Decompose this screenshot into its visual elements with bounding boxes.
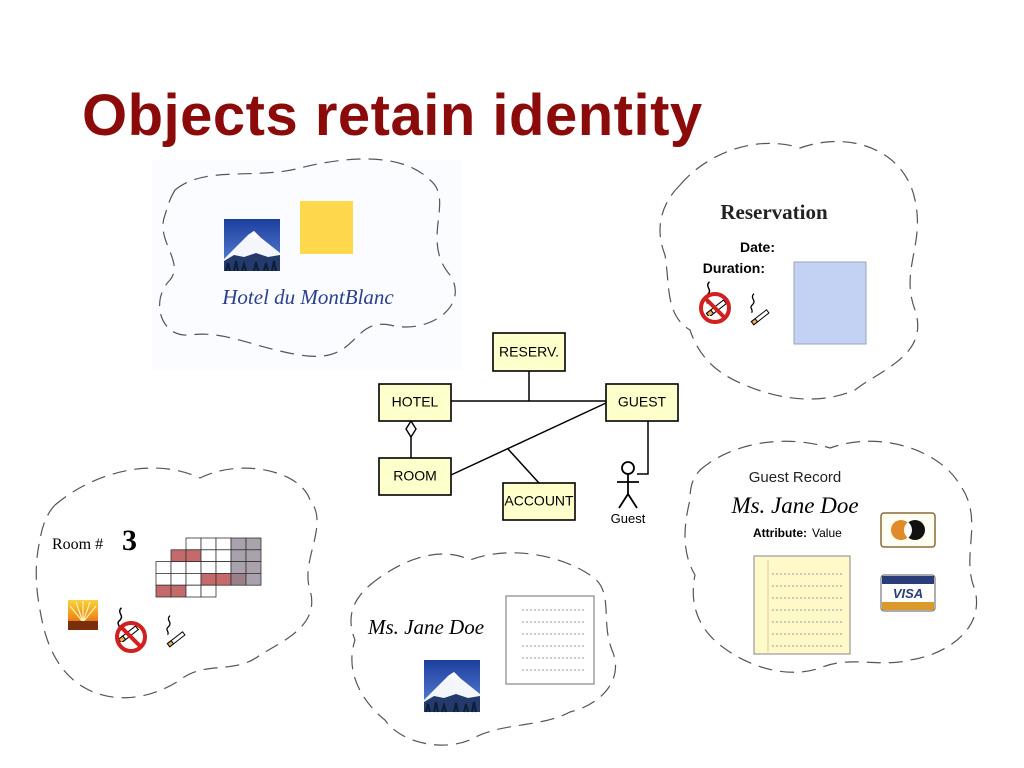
reservation-duration-label: Duration: — [703, 260, 765, 276]
stick-figure-icon — [617, 461, 639, 509]
guest-record-header: Guest Record — [749, 469, 842, 486]
reservation-cloud: Reservation Date: Duration: — [659, 140, 919, 400]
room-grid-cell — [230, 537, 247, 551]
hotel-cloud-background — [152, 160, 462, 370]
room-grid-cell — [170, 573, 187, 586]
room-grid-cell — [215, 573, 232, 586]
entity-hotel: HOTEL — [378, 383, 452, 422]
room-grid-cell — [215, 537, 232, 551]
room-grid-cell — [185, 549, 202, 562]
room-grid-cell — [245, 537, 262, 551]
yellow-square-icon — [300, 201, 353, 254]
room-grid-cell — [155, 584, 172, 598]
entity-guest-label: GUEST — [618, 394, 667, 410]
relationship-guest-actor — [637, 421, 649, 475]
relationship-room-guest — [450, 402, 607, 476]
room-grid-cell — [200, 584, 217, 598]
room-grid-cell — [245, 573, 262, 586]
guest-record-notes-card — [753, 555, 851, 655]
aggregation-diamond-icon — [405, 419, 417, 439]
room-grid-cell — [230, 561, 247, 574]
mountain-photo-icon — [424, 659, 480, 713]
hotel-cloud-outline — [159, 158, 456, 357]
room-cloud: Room # 3 — [35, 467, 318, 699]
reservation-title: Reservation — [720, 200, 828, 224]
room-grid-cell — [215, 561, 232, 574]
room-grid-cell — [200, 573, 217, 586]
mastercard-icon — [880, 512, 936, 548]
person-name: Ms. Jane Doe — [367, 615, 484, 639]
reservation-blue-panel — [793, 261, 867, 345]
room-grid-cell — [200, 549, 217, 562]
entity-hotel-label: HOTEL — [392, 394, 439, 410]
person-notes-card — [505, 595, 595, 685]
room-grid-cell — [230, 549, 247, 562]
smoking-icon — [750, 292, 770, 326]
smoking-icon — [166, 614, 186, 648]
room-grid-cell — [200, 561, 217, 574]
guest-record-name: Ms. Jane Doe — [730, 493, 858, 518]
room-grid-cell — [170, 561, 187, 574]
guest-record-cloud: Guest Record Ms. Jane Doe Attribute: Val… — [684, 440, 978, 673]
room-grid-cell — [155, 561, 172, 574]
room-grid-cell — [155, 573, 172, 586]
visa-label: VISA — [893, 586, 923, 601]
no-smoking-icon — [699, 281, 731, 324]
entity-guest: GUEST — [605, 383, 679, 422]
room-grid-cell — [215, 549, 232, 562]
room-cloud-outline — [35, 467, 318, 699]
room-grid-cell — [185, 561, 202, 574]
entity-account-label: ACCOUNT — [504, 493, 574, 509]
person-cloud-outline — [350, 552, 617, 746]
room-grid-cell — [185, 584, 202, 598]
entity-reserv-label: RESERV. — [499, 344, 559, 360]
room-availability-grid — [155, 537, 262, 598]
room-grid-cell — [200, 537, 217, 551]
room-grid-cell — [170, 584, 187, 598]
er-diagram: RESERV. HOTEL GUEST ROOM ACCOUNT Guest — [378, 332, 679, 526]
entity-account: ACCOUNT — [502, 482, 576, 521]
entity-reserv: RESERV. — [492, 332, 566, 372]
room-grid-cell — [245, 561, 262, 574]
hotel-name-label: Hotel du MontBlanc — [221, 285, 394, 309]
room-label: Room # — [52, 536, 103, 553]
person-cloud: Ms. Jane Doe — [350, 552, 617, 746]
reservation-date-label: Date: — [740, 239, 775, 255]
room-grid-cell — [245, 549, 262, 562]
actor-label: Guest — [611, 511, 646, 526]
attribute-value: Value — [812, 526, 842, 540]
mountain-photo-icon — [224, 219, 280, 271]
hotel-cloud: Hotel du MontBlanc — [152, 158, 462, 370]
relationship-account — [507, 448, 540, 484]
room-grid-cell — [185, 573, 202, 586]
guest-record-cloud-outline — [684, 440, 978, 673]
no-smoking-icon — [115, 607, 147, 653]
sunset-photo-icon — [68, 600, 98, 630]
entity-room: ROOM — [378, 457, 452, 496]
room-grid-cell — [230, 573, 247, 586]
entity-room-label: ROOM — [393, 468, 437, 484]
room-grid-cell — [185, 537, 202, 551]
room-grid-cell — [170, 549, 187, 562]
room-number: 3 — [122, 524, 137, 557]
visa-card-icon: VISA — [880, 574, 936, 612]
reservation-cloud-outline — [659, 140, 919, 400]
attribute-label: Attribute: — [753, 526, 807, 540]
page-title: Objects retain identity — [82, 83, 703, 148]
